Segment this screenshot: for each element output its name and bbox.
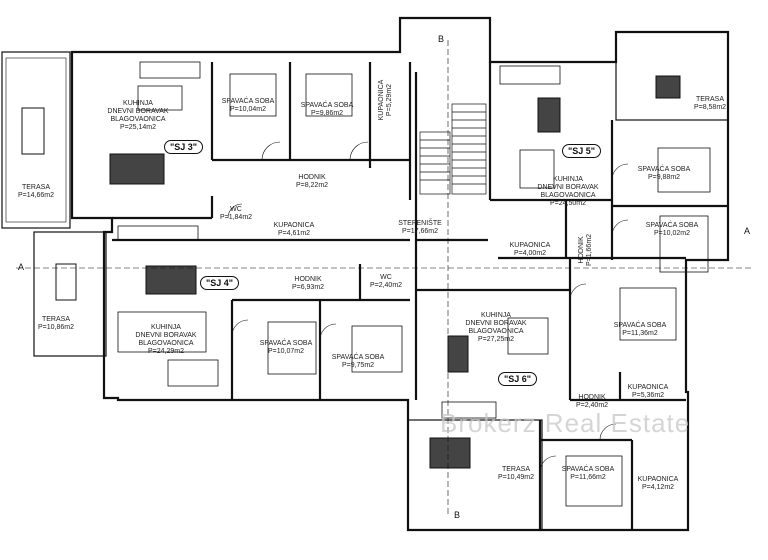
section-mark-b-top: B xyxy=(438,34,445,44)
section-mark-a-left: A xyxy=(18,262,25,272)
core-walls xyxy=(414,62,492,400)
unit-tag-sj5: "SJ 5" xyxy=(562,144,602,158)
terrace-sj6 xyxy=(407,419,543,531)
section-mark-a-right: A xyxy=(744,226,751,236)
staircase xyxy=(419,103,487,195)
sj5-walls xyxy=(490,120,728,260)
unit-tag-sj4: "SJ 4" xyxy=(200,276,240,290)
terrace-sj3-inner xyxy=(5,57,67,223)
sj6-walls xyxy=(416,258,686,530)
sofas-kitchens xyxy=(117,61,561,419)
sj4-walls xyxy=(112,238,410,400)
unit-tag-sj6: "SJ 6" xyxy=(498,372,538,386)
dining-tables xyxy=(21,75,681,469)
outer-wall xyxy=(70,16,730,532)
unit-tag-sj3: "SJ 3" xyxy=(164,140,204,154)
terrace-sj3 xyxy=(1,51,71,229)
section-mark-b-bottom: B xyxy=(454,510,461,520)
doors xyxy=(227,141,629,473)
section-lines xyxy=(16,40,752,516)
watermark: Brokerz Real Estate xyxy=(440,408,691,438)
terrace-sj5 xyxy=(615,31,729,121)
terrace-sj4 xyxy=(33,231,107,357)
sj3-walls xyxy=(112,62,412,220)
beds xyxy=(229,73,711,507)
